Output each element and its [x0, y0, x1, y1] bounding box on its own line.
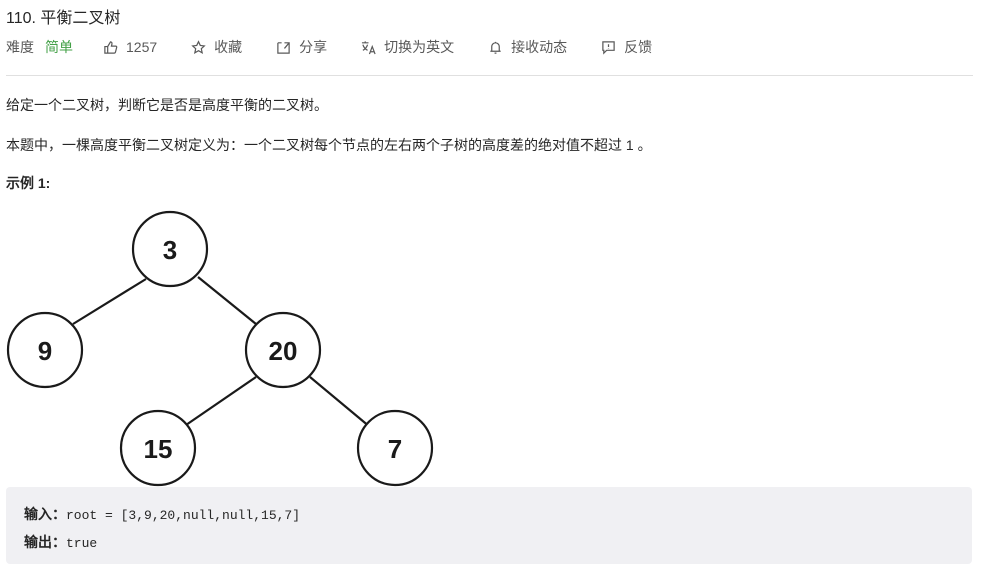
problem-meta-bar: 难度 简单 1257 收藏 分享 切换为英文 接收动态 反馈	[6, 37, 686, 57]
switch-language-label: 切换为英文	[384, 39, 455, 55]
difficulty-label: 难度	[6, 39, 34, 55]
switch-language-button[interactable]: 切换为英文	[361, 37, 454, 57]
like-count: 1257	[126, 39, 158, 55]
like-button[interactable]: 1257	[103, 39, 157, 55]
example-input-line: 输入：root = [3,9,20,null,null,15,7]	[24, 501, 954, 529]
tree-node-3: 3	[163, 235, 177, 265]
tree-node-20: 20	[269, 336, 298, 366]
input-value: root = [3,9,20,null,null,15,7]	[66, 508, 301, 523]
description-paragraph-1: 给定一个二叉树，判断它是否是高度平衡的二叉树。	[6, 97, 328, 113]
problem-title: 110. 平衡二叉树	[6, 10, 121, 27]
thumbs-up-icon	[104, 40, 118, 54]
output-value: true	[66, 536, 98, 551]
feedback-button[interactable]: 反馈	[601, 37, 652, 57]
example-heading: 示例 1:	[6, 175, 51, 191]
subscribe-label: 接收动态	[511, 39, 568, 55]
share-label: 分享	[299, 39, 328, 55]
feedback-label: 反馈	[624, 39, 653, 55]
binary-tree-diagram: 3 9 20 15 7	[6, 210, 434, 487]
example-code-block: 输入：root = [3,9,20,null,null,15,7] 输出：tru…	[6, 487, 972, 564]
header-divider	[6, 75, 973, 76]
output-label: 输出：	[24, 534, 66, 550]
input-label: 输入：	[24, 506, 66, 522]
favorite-label: 收藏	[214, 39, 243, 55]
subscribe-button[interactable]: 接收动态	[488, 37, 567, 57]
bell-icon	[490, 41, 501, 54]
share-button[interactable]: 分享	[276, 37, 327, 57]
example-output-line: 输出：true	[24, 529, 954, 557]
tree-node-9: 9	[38, 336, 52, 366]
favorite-button[interactable]: 收藏	[191, 37, 242, 57]
difficulty-badge: 简单	[45, 39, 73, 55]
translate-icon	[362, 40, 376, 54]
share-icon	[277, 41, 290, 54]
description-paragraph-2: 本题中，一棵高度平衡二叉树定义为：一个二叉树每个节点的左右两个子树的高度差的绝对…	[6, 137, 652, 153]
tree-node-7: 7	[388, 434, 402, 464]
star-icon	[191, 39, 206, 54]
tree-node-15: 15	[144, 434, 173, 464]
feedback-icon	[602, 40, 615, 55]
